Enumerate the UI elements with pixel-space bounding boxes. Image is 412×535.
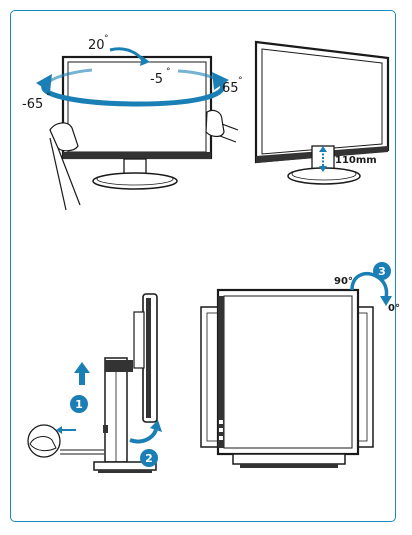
swivel-left-label: -65 [22, 97, 43, 112]
swivel-arrow-icon [41, 82, 226, 107]
finger-icon [29, 436, 57, 452]
degree-mark: ° [104, 34, 109, 44]
left-hand-icon [49, 122, 79, 152]
step-number: 1 [75, 398, 83, 411]
monitor-bottom-bezel [63, 152, 211, 159]
degree-mark: ° [166, 67, 171, 77]
right-hand-icon [205, 109, 225, 138]
side-view-figure: 1 2 [27, 293, 162, 473]
height-label: 110mm [335, 155, 377, 166]
tilt-up-label: 20 [88, 38, 105, 53]
pivot-figure: 90° 0° 3 [200, 262, 400, 468]
monitor-screen [67, 61, 207, 153]
pivot-start-angle: 90° [334, 276, 353, 287]
lock-button-icon [103, 425, 108, 433]
swivel-tilt-figure: 20 ° -5 ° -65 ° 65 ° [22, 34, 243, 211]
swivel-right-label: 65 [222, 81, 239, 96]
height-adjust-figure: 110mm [254, 40, 390, 185]
step-number: 3 [378, 265, 386, 278]
pivot-end-angle: 0° [388, 303, 400, 314]
step-number: 2 [145, 452, 153, 465]
tilt-down-label: -5 [150, 72, 163, 87]
degree-mark: ° [238, 76, 243, 86]
rotate-arrow-icon [129, 429, 158, 444]
degree-mark: ° [46, 92, 51, 102]
up-arrow-icon [79, 372, 85, 385]
step-badge-3 [373, 262, 391, 280]
monitor-screen [223, 295, 353, 449]
content-frame [10, 10, 396, 522]
step-badge-2 [140, 449, 158, 467]
stand-base [232, 453, 346, 465]
monitor-screen [261, 48, 383, 155]
step-badge-1 [70, 395, 88, 413]
